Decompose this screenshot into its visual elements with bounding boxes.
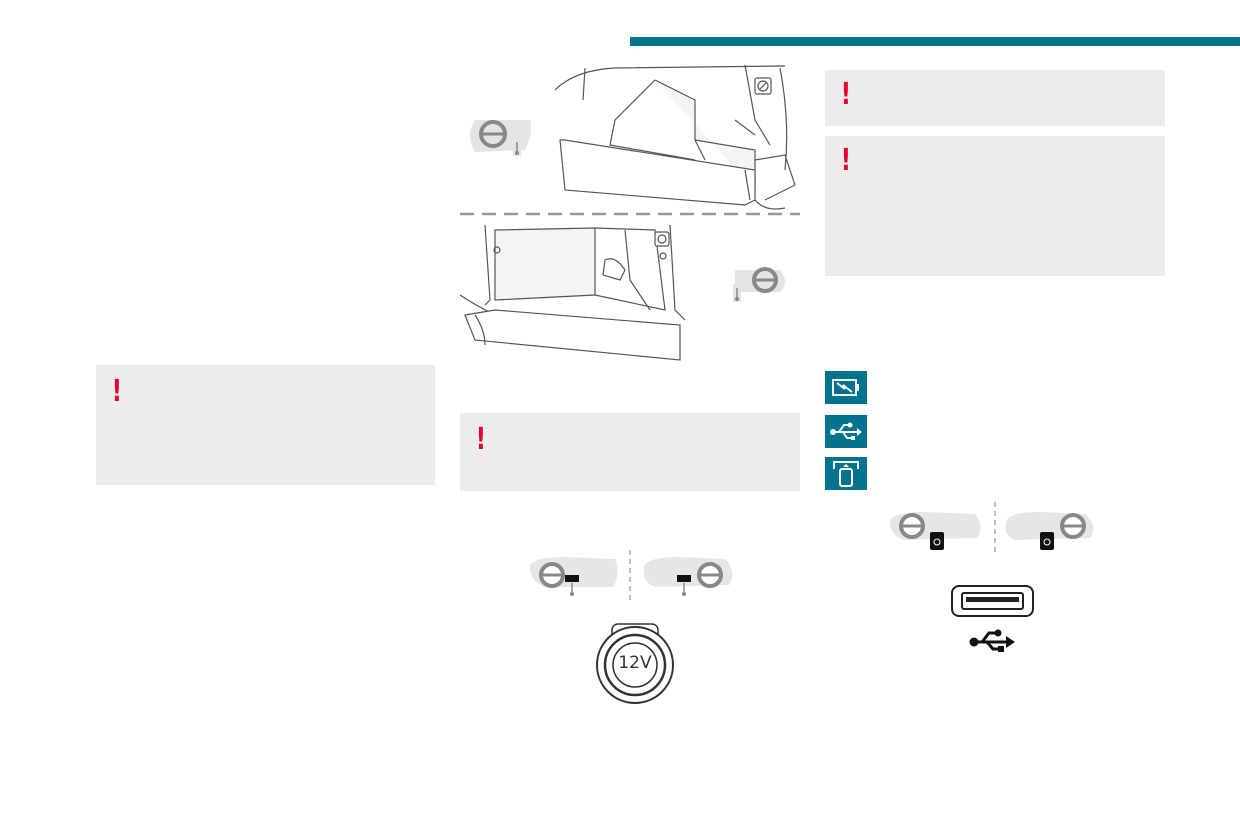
usb-symbol-icon [969, 629, 1015, 652]
warning-box-right-top: ! [825, 70, 1165, 126]
12v-socket-illustration: 12V [590, 620, 680, 710]
steering-position-rhd-icon [733, 267, 785, 302]
12v-socket-label: 12V [618, 653, 652, 673]
warning-icon: ! [840, 77, 851, 112]
usb-port-illustration [951, 585, 1034, 617]
warning-icon: ! [840, 143, 851, 178]
warning-box-middle: ! [460, 413, 800, 491]
glovebox-lhd-illustration [470, 64, 796, 210]
separator-dashed-line [460, 212, 800, 216]
warning-box-right-bottom: ! [825, 136, 1165, 276]
usb-port-location-diagram [889, 502, 1094, 552]
glovebox-rhd-illustration [459, 224, 785, 361]
warning-icon: ! [111, 374, 122, 409]
header-accent-bar [630, 37, 1240, 46]
usb-icon [825, 415, 867, 448]
battery-charging-icon [825, 371, 867, 404]
12v-socket-location-diagram [529, 550, 733, 600]
warning-icon: ! [475, 422, 486, 457]
smartphone-mirroring-icon [825, 457, 867, 490]
steering-position-lhd-icon [470, 120, 531, 156]
warning-box-left: ! [96, 365, 435, 485]
